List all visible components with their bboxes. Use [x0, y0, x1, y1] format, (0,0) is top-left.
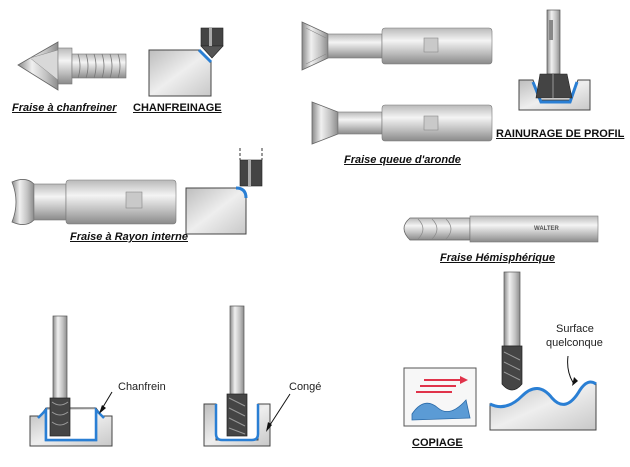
- ball-nose-end-mill: [403, 215, 599, 243]
- chamfer-tool-caption: Fraise à chanfreiner: [12, 102, 117, 114]
- chamfer-cutter-tool: [17, 41, 127, 91]
- dovetail-cutter-lower: [311, 101, 493, 145]
- copying-caption: COPIAGE: [412, 437, 463, 449]
- radius-tool-caption: Fraise à Rayon interne: [70, 231, 188, 243]
- fillet-pocket-diagram: [203, 305, 291, 447]
- chamfer-operation-caption: CHANFREINAGE: [133, 102, 222, 114]
- dovetail-cutter-upper: [301, 21, 493, 71]
- ball-tool-caption: Fraise Hémisphérique: [440, 252, 555, 264]
- conge-label: Congé: [289, 381, 322, 393]
- radius-operation-diagram: [185, 148, 263, 235]
- profile-grooving-diagram: [518, 9, 591, 111]
- chamfer-pocket-diagram: [29, 315, 113, 447]
- corner-radius-cutter-tool: [11, 179, 177, 225]
- surface-label-line1: Surface: [556, 323, 594, 335]
- copying-surface-diagram: [489, 271, 597, 431]
- profile-grooving-caption: RAINURAGE DE PROFIL: [496, 128, 625, 140]
- surface-label-line2: quelconque: [546, 337, 603, 349]
- chamfer-operation-diagram: [148, 27, 224, 97]
- dovetail-tool-caption: Fraise queue d'aronde: [344, 154, 461, 166]
- chanfrein-label: Chanfrein: [118, 381, 166, 393]
- copying-inset-image: [403, 367, 477, 427]
- tool-brand-mark: WALTER: [534, 226, 559, 232]
